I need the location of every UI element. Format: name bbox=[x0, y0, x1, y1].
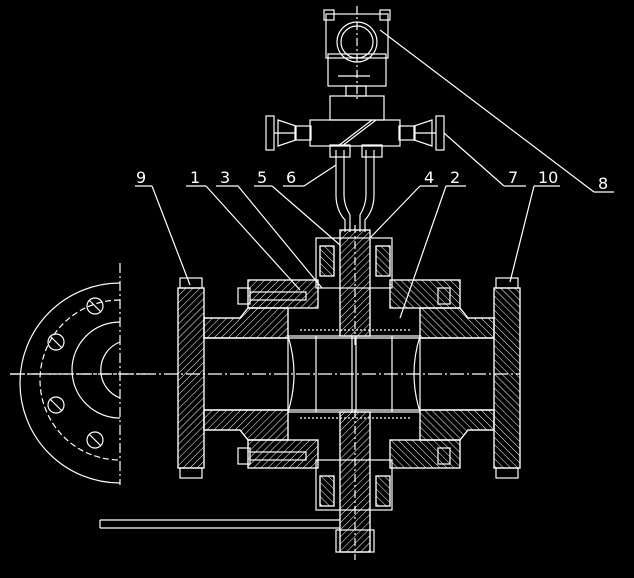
label-9: 9 bbox=[136, 168, 146, 187]
label-4: 4 bbox=[424, 168, 434, 187]
part-labels: 9 1 3 5 6 4 2 7 10 8 bbox=[136, 168, 608, 193]
label-6: 6 bbox=[286, 168, 296, 187]
label-2: 2 bbox=[450, 168, 460, 187]
lower-rod bbox=[99, 519, 340, 529]
impulse-tubes bbox=[329, 144, 383, 232]
upper-tapping-block bbox=[315, 225, 393, 345]
valve-manifold bbox=[265, 115, 445, 151]
label-3: 3 bbox=[220, 168, 230, 187]
label-5: 5 bbox=[257, 168, 267, 187]
label-10: 10 bbox=[538, 168, 558, 187]
label-1: 1 bbox=[190, 168, 200, 187]
pipe-body bbox=[10, 277, 521, 479]
transmitter bbox=[323, 6, 391, 121]
lower-tapping-block bbox=[315, 410, 393, 560]
label-8: 8 bbox=[598, 174, 608, 193]
label-7: 7 bbox=[508, 168, 518, 187]
leader-lines bbox=[135, 29, 614, 319]
